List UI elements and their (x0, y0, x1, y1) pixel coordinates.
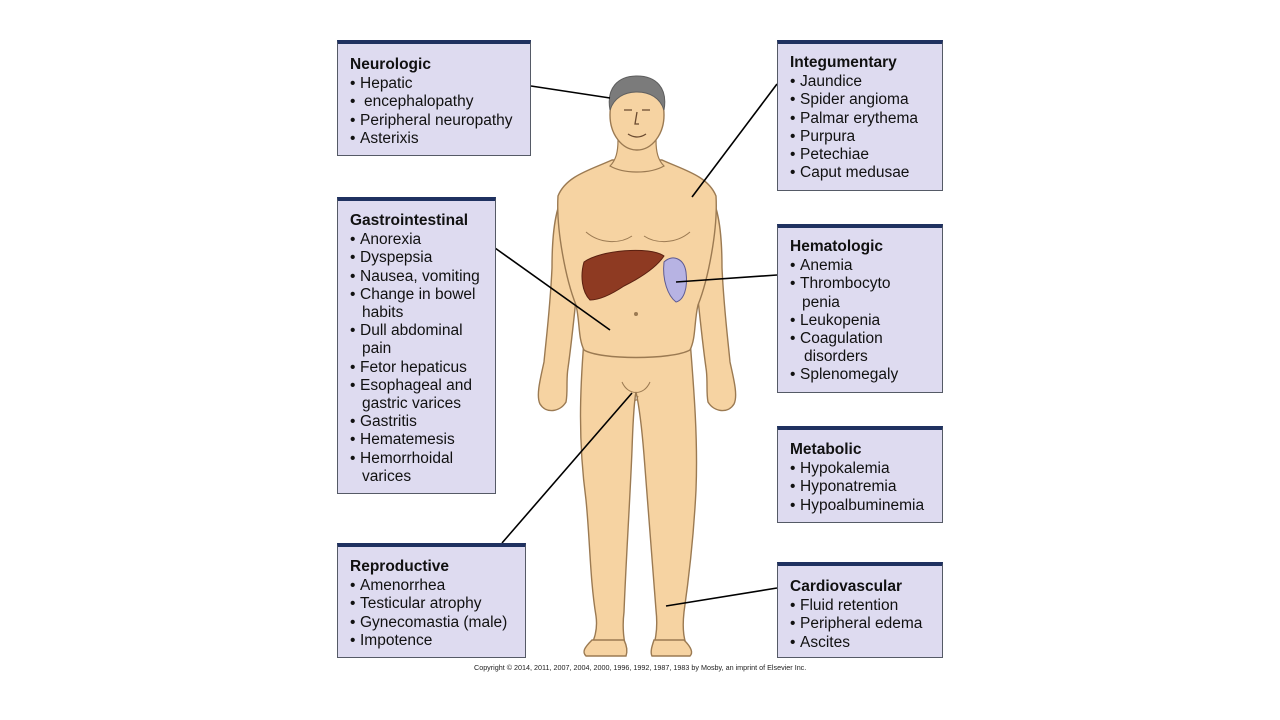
leader-line-reproductive (501, 392, 633, 544)
right-foot (650, 639, 693, 657)
reproductive-item: Testicular atrophy (350, 595, 517, 613)
neurologic-box: Neurologic Hepatic encephalopathy Periph… (337, 40, 531, 156)
hematologic-item: Coagulation (790, 330, 934, 348)
cardiovascular-item: Fluid retention (790, 597, 934, 615)
metabolic-item: Hyponatremia (790, 478, 934, 496)
reproductive-title: Reproductive (350, 558, 450, 575)
gastrointestinal-item-continued: gastric varices (362, 395, 462, 413)
neurologic-item: Peripheral neuropathy (350, 112, 522, 130)
metabolic-title: Metabolic (790, 441, 862, 458)
copyright-notice: Copyright © 2014, 2011, 2007, 2004, 2000… (474, 663, 807, 672)
gastrointestinal-item: Dull abdominal (350, 322, 487, 340)
hematologic-title: Hematologic (790, 238, 884, 255)
integumentary-item: Palmar erythema (790, 110, 934, 128)
neurologic-item: Hepatic (350, 75, 522, 93)
face-features (624, 109, 650, 138)
cardiovascular-item: Ascites (790, 634, 934, 652)
hematologic-item: Thrombocyto (790, 275, 934, 293)
liver (581, 249, 665, 301)
metabolic-box: Metabolic Hypokalemia Hyponatremia Hypoa… (777, 426, 943, 523)
neurologic-title: Neurologic (350, 56, 431, 73)
cardiovascular-item: Peripheral edema (790, 615, 934, 633)
leader-line-cardiovascular (665, 587, 778, 607)
integumentary-item: Jaundice (790, 73, 934, 91)
leader-line-gastrointestinal (494, 247, 611, 331)
metabolic-item: Hypoalbuminemia (790, 497, 934, 515)
integumentary-item: Spider angioma (790, 91, 934, 109)
gastrointestinal-item: Change in bowel (350, 286, 487, 304)
gastrointestinal-item-continued: varices (362, 467, 412, 485)
groin (621, 381, 651, 401)
reproductive-item: Amenorrhea (350, 577, 517, 595)
integumentary-title: Integumentary (790, 54, 897, 71)
gastrointestinal-item: Fetor hepaticus (350, 359, 487, 377)
cardiovascular-title: Cardiovascular (790, 578, 902, 595)
hematologic-item: Anemia (790, 257, 934, 275)
gastrointestinal-item: Esophageal and (350, 377, 487, 395)
cardiovascular-box: Cardiovascular Fluid retention Periphera… (777, 562, 943, 658)
gastrointestinal-item-continued: habits (362, 304, 404, 322)
reproductive-item: Gynecomastia (male) (350, 614, 517, 632)
leader-line-integumentary (691, 83, 778, 198)
neurologic-item: encephalopathy (350, 93, 522, 111)
integumentary-item: Petechiae (790, 146, 934, 164)
hematologic-box: Hematologic Anemia Thrombocyto penia Leu… (777, 224, 943, 393)
hair (608, 75, 666, 111)
reproductive-box: Reproductive Amenorrhea Testicular atrop… (337, 543, 526, 658)
hematologic-item: Splenomegaly (790, 366, 934, 384)
gastrointestinal-item: Hematemesis (350, 431, 487, 449)
neck (609, 139, 665, 173)
gastrointestinal-box: Gastrointestinal Anorexia Dyspepsia Naus… (337, 197, 496, 494)
leader-line-hematologic (675, 274, 778, 283)
neurologic-item: Asterixis (350, 130, 522, 148)
hematologic-item-continued: penia (802, 293, 840, 311)
leader-line-neurologic (530, 85, 611, 99)
metabolic-item: Hypokalemia (790, 460, 934, 478)
chest-contour (585, 231, 691, 242)
reproductive-item: Impotence (350, 632, 517, 650)
navel (634, 312, 638, 316)
gastrointestinal-item-continued: pain (362, 340, 392, 358)
left-foot (583, 639, 628, 657)
gastrointestinal-item: Anorexia (350, 231, 487, 249)
spleen (663, 257, 687, 303)
gastrointestinal-item: Hemorrhoidal (350, 450, 487, 468)
gastrointestinal-item: Nausea, vomiting (350, 268, 487, 286)
gastrointestinal-item: Dyspepsia (350, 249, 487, 267)
integumentary-item: Caput medusae (790, 164, 934, 182)
gastrointestinal-item: Gastritis (350, 413, 487, 431)
integumentary-box: Integumentary Jaundice Spider angioma Pa… (777, 40, 943, 191)
integumentary-item: Purpura (790, 128, 934, 146)
hematologic-item: Leukopenia (790, 312, 934, 330)
gastrointestinal-title: Gastrointestinal (350, 212, 468, 229)
hematologic-item-continued: disorders (804, 348, 868, 366)
